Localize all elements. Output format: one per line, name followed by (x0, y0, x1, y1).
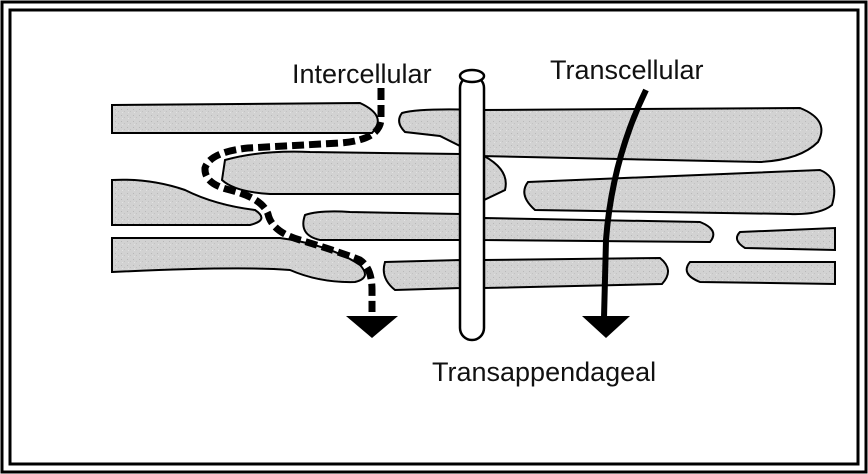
cell-right-row2a (484, 156, 506, 200)
appendage-tube (460, 70, 484, 340)
cell-right-row3a (484, 218, 713, 242)
cell-mid-row2 (303, 211, 460, 240)
transcellular-arrow-head (582, 316, 630, 338)
intercellular-arrow-head (346, 316, 398, 338)
cell-right-row3b (737, 228, 835, 250)
cell-mid-row3 (384, 260, 460, 290)
transappendageal-label: Transappendageal (432, 359, 656, 386)
cell-right-row4b (687, 262, 835, 284)
cell-right-row4a (484, 258, 668, 288)
cell-left-row3 (112, 238, 365, 282)
cell-right-row2b (524, 170, 834, 214)
cell-left-row1 (112, 103, 378, 133)
transcellular-label: Transcellular (550, 57, 704, 84)
cell-mid-row1 (222, 152, 460, 194)
intercellular-label: Intercellular (292, 61, 432, 88)
